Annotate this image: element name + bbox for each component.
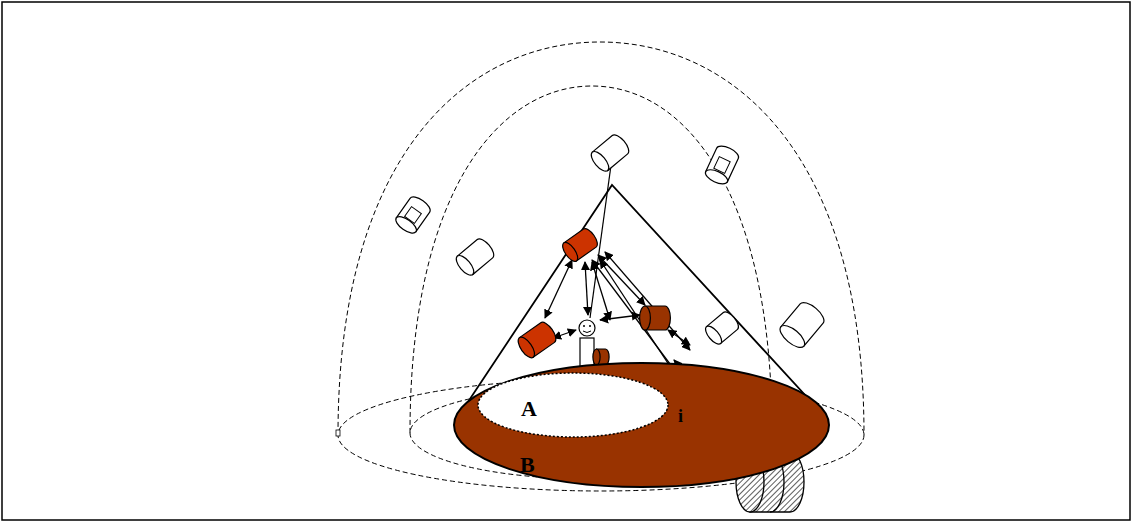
small-marker [336, 430, 340, 436]
camera [393, 194, 433, 236]
camera [560, 226, 600, 263]
sight-line [590, 158, 612, 318]
inner-region: A [477, 372, 669, 438]
camera [593, 349, 609, 365]
person-head [579, 320, 595, 336]
inner-region-outline [477, 372, 669, 438]
view-arrow [600, 315, 640, 320]
camera [703, 143, 740, 186]
view-arrow [668, 330, 690, 345]
view-arrow [553, 330, 576, 338]
point-label: i [678, 407, 683, 425]
camera [515, 320, 559, 361]
region-letter: A [521, 398, 537, 420]
camera [453, 236, 497, 278]
camera [640, 306, 671, 330]
view-arrow [592, 262, 610, 320]
view-arrow [605, 252, 690, 350]
camera [588, 132, 632, 174]
region-letter: B [520, 454, 535, 476]
inner-region-ellipse [478, 373, 668, 437]
view-arrow [545, 260, 572, 318]
ring-band-ellipse [454, 363, 829, 487]
ring-band: BA [453, 362, 830, 488]
view-arrow [598, 255, 645, 305]
camera [777, 299, 828, 352]
view-arrow [585, 262, 588, 315]
camera [703, 309, 742, 346]
